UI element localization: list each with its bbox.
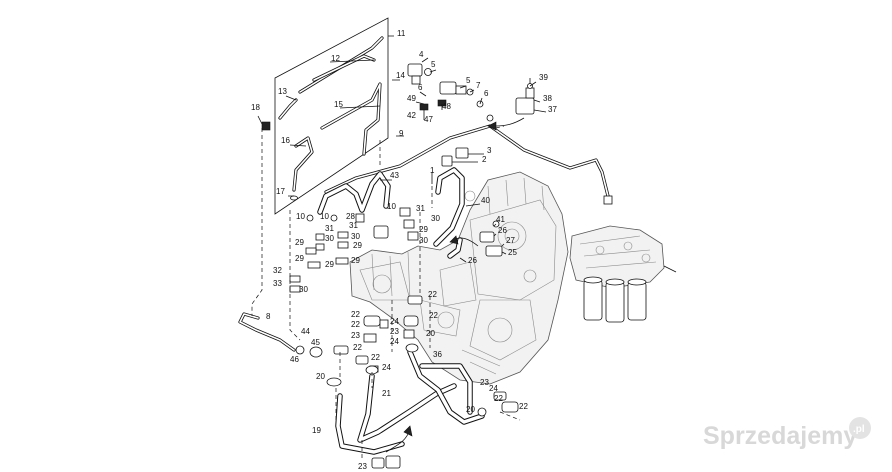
watermark: Sprzedajemy .pl <box>703 417 871 450</box>
hose-36 <box>407 349 485 425</box>
callout-10: 10 <box>320 212 329 221</box>
callout-26: 26 <box>498 226 507 235</box>
callout-30: 30 <box>419 236 428 245</box>
callout-23: 23 <box>480 378 489 387</box>
callout-18: 18 <box>251 103 260 112</box>
callout-24: 24 <box>390 337 399 346</box>
callout-17: 17 <box>276 187 285 196</box>
callout-45: 45 <box>311 338 320 347</box>
callout-20: 20 <box>466 405 475 414</box>
callout-28: 28 <box>346 212 355 221</box>
callout-6: 6 <box>418 83 423 92</box>
callout-24: 24 <box>390 317 399 326</box>
watermark-brand: Sprzedajemy <box>703 422 857 450</box>
callout-11: 11 <box>397 29 406 38</box>
callout-5: 5 <box>431 60 436 69</box>
callout-20: 20 <box>426 329 435 338</box>
hose-40 <box>433 167 465 259</box>
callout-42: 42 <box>407 111 416 120</box>
direction-arrows <box>385 117 525 453</box>
callout-23: 23 <box>351 331 360 340</box>
callout-24: 24 <box>382 363 391 372</box>
callout-22: 22 <box>353 343 362 352</box>
callout-29: 29 <box>295 238 304 247</box>
hose-43 <box>317 171 391 215</box>
callout-10: 10 <box>296 212 305 221</box>
hose-19 <box>335 393 405 455</box>
callout-16: 16 <box>281 136 290 145</box>
callout-26: 26 <box>468 256 477 265</box>
callout-6: 6 <box>484 89 489 98</box>
callout-22: 22 <box>428 290 437 299</box>
callout-29: 29 <box>419 225 428 234</box>
callout-31: 31 <box>416 204 425 213</box>
callout-31: 31 <box>325 224 334 233</box>
callout-13: 13 <box>278 87 287 96</box>
callout-43: 43 <box>390 171 399 180</box>
callout-22: 22 <box>371 353 380 362</box>
callout-30: 30 <box>351 232 360 241</box>
callout-22: 22 <box>519 402 528 411</box>
transmission-housing <box>349 171 569 385</box>
callout-25: 25 <box>508 248 517 257</box>
part-callouts: 1112131445576649484742151893938371632143… <box>251 29 557 471</box>
callout-14: 14 <box>396 71 405 80</box>
leader-lines <box>257 35 547 263</box>
pipe-9 <box>324 124 613 205</box>
callout-23: 23 <box>358 462 367 471</box>
callout-32: 32 <box>273 266 282 275</box>
callout-24: 24 <box>489 384 498 393</box>
callout-29: 29 <box>351 256 360 265</box>
fittings <box>261 63 535 469</box>
callout-10: 10 <box>387 202 396 211</box>
callout-37: 37 <box>548 105 557 114</box>
callout-31: 31 <box>349 221 358 230</box>
callout-2: 2 <box>482 155 487 164</box>
watermark-badge-icon <box>849 417 871 439</box>
callout-9: 9 <box>399 129 404 138</box>
callout-1: 1 <box>430 166 435 175</box>
callout-33: 33 <box>273 279 282 288</box>
assembly-lines <box>251 125 521 458</box>
callout-48: 48 <box>442 102 451 111</box>
callout-30: 30 <box>299 285 308 294</box>
watermark-badge: .pl <box>853 424 865 435</box>
callout-3: 3 <box>487 146 492 155</box>
callout-22: 22 <box>429 311 438 320</box>
callout-29: 29 <box>353 241 362 250</box>
callout-29: 29 <box>325 260 334 269</box>
callout-23: 23 <box>390 327 399 336</box>
callout-36: 36 <box>433 350 442 359</box>
callout-22: 22 <box>494 394 503 403</box>
callout-46: 46 <box>290 355 299 364</box>
callout-38: 38 <box>543 94 552 103</box>
callout-15: 15 <box>334 100 343 109</box>
callout-44: 44 <box>301 327 310 336</box>
callout-29: 29 <box>295 254 304 263</box>
callout-40: 40 <box>481 196 490 205</box>
exploded-view-frame <box>274 17 389 215</box>
callout-5: 5 <box>466 76 471 85</box>
callout-4: 4 <box>419 50 424 59</box>
callout-12: 12 <box>331 54 340 63</box>
callout-39: 39 <box>539 73 548 82</box>
hose-21 <box>357 373 457 443</box>
callout-20: 20 <box>316 372 325 381</box>
callout-22: 22 <box>351 320 360 329</box>
callout-8: 8 <box>266 312 271 321</box>
callout-41: 41 <box>496 215 505 224</box>
callout-19: 19 <box>312 426 321 435</box>
filter-valve-block <box>569 225 677 323</box>
callout-27: 27 <box>506 236 515 245</box>
callout-7: 7 <box>476 81 481 90</box>
callout-22: 22 <box>351 310 360 319</box>
callout-47: 47 <box>424 115 433 124</box>
callout-21: 21 <box>382 389 391 398</box>
callout-30: 30 <box>325 234 334 243</box>
pipe-8 <box>238 312 323 358</box>
callout-30: 30 <box>431 214 440 223</box>
callout-49: 49 <box>407 94 416 103</box>
